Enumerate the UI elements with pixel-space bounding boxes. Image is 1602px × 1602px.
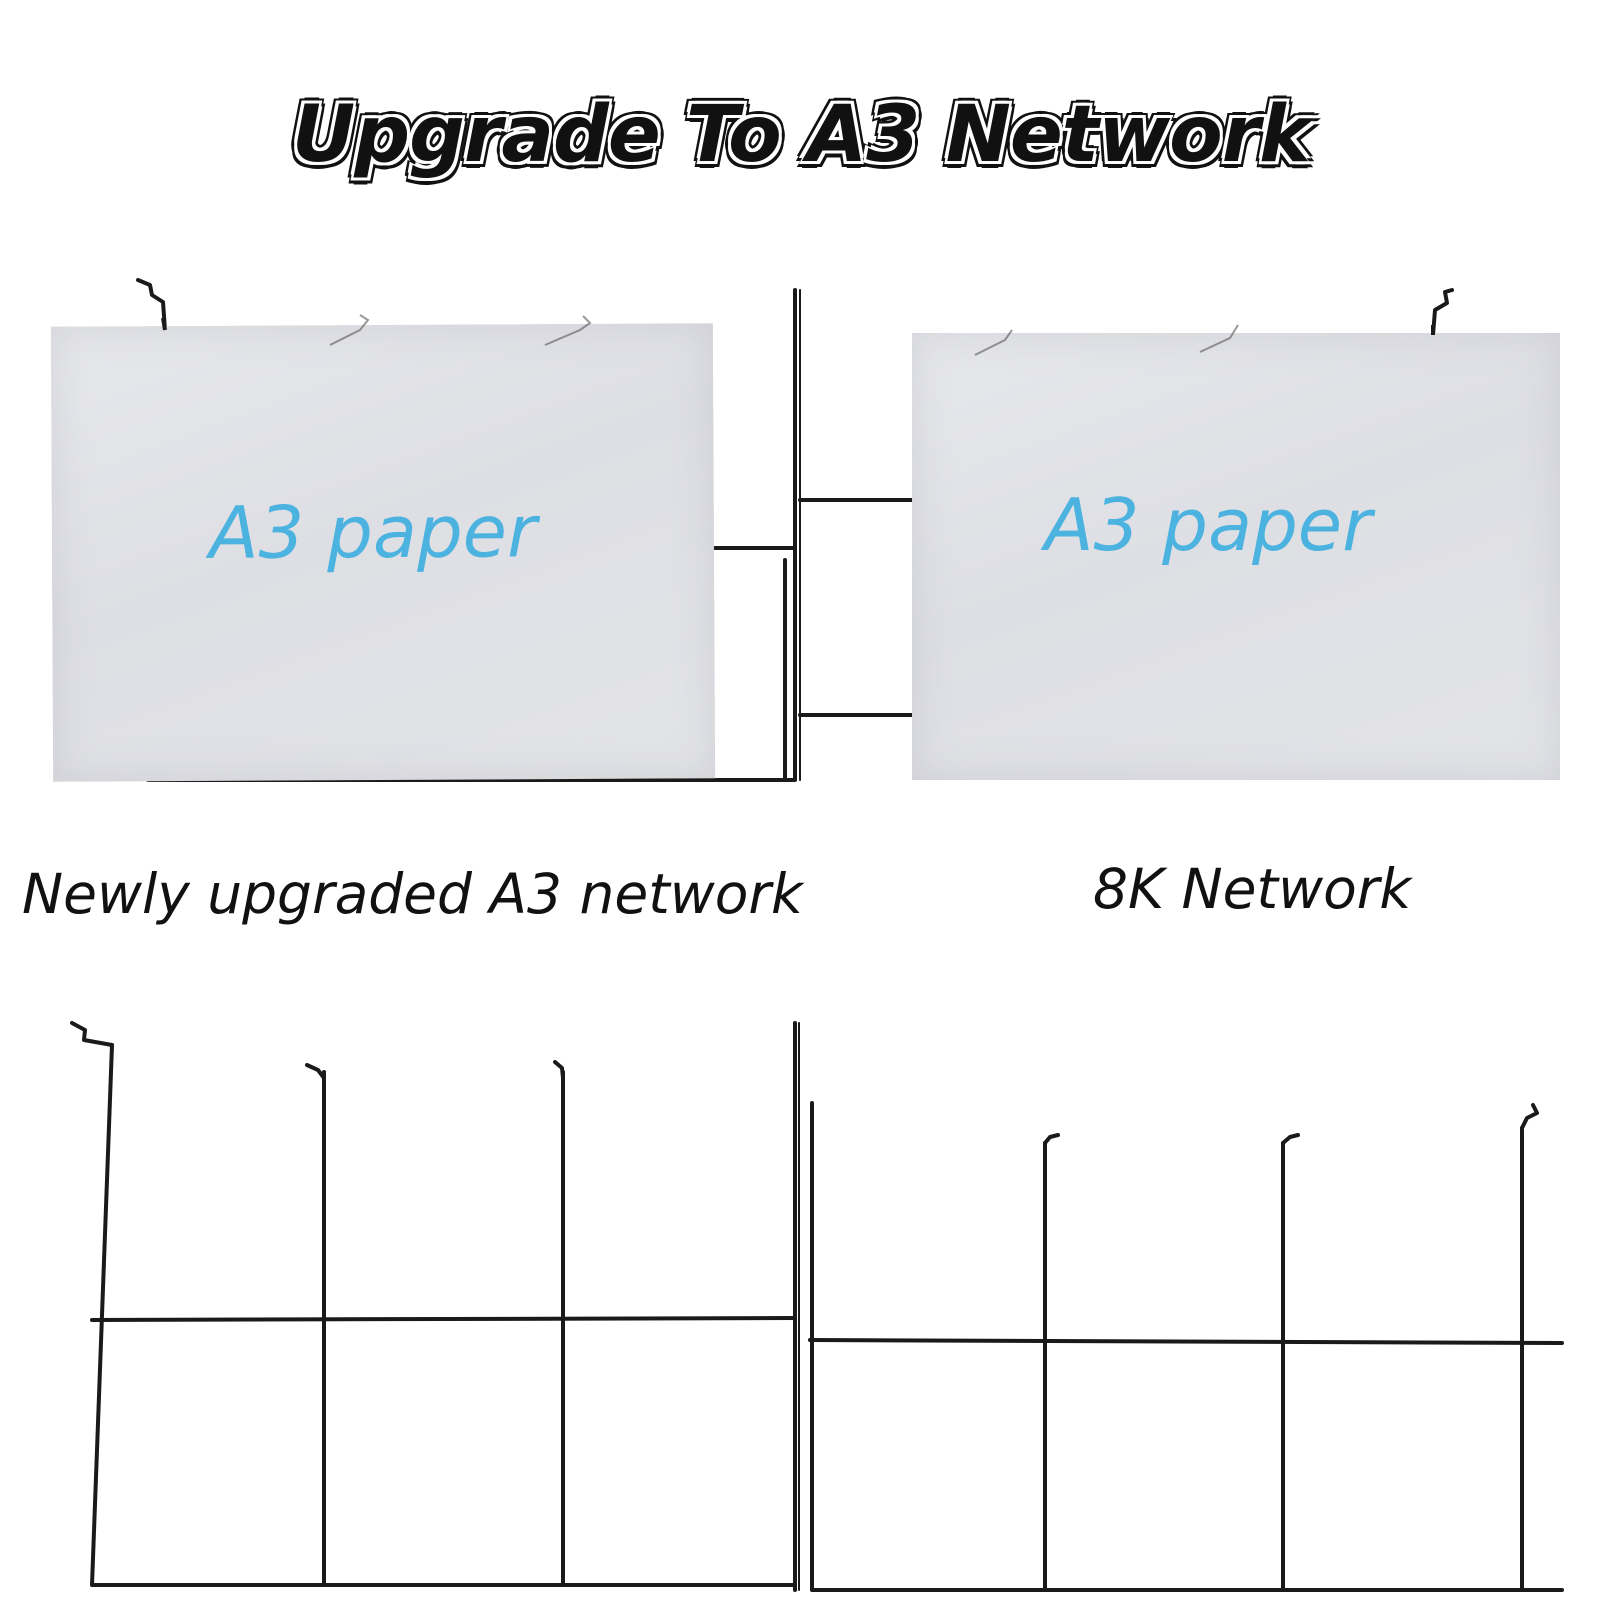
left-rack-frame <box>90 1043 797 1587</box>
page-title: Upgrade To A3 Network <box>291 90 1311 180</box>
caption-left: Newly upgraded A3 network <box>22 862 803 926</box>
right-rack-frame <box>810 1101 1564 1592</box>
caption-right: 8K Network <box>1093 857 1412 921</box>
paper-label-right: A3 paper <box>1044 483 1372 567</box>
paper-sheet-right: A3 paper <box>912 333 1560 780</box>
